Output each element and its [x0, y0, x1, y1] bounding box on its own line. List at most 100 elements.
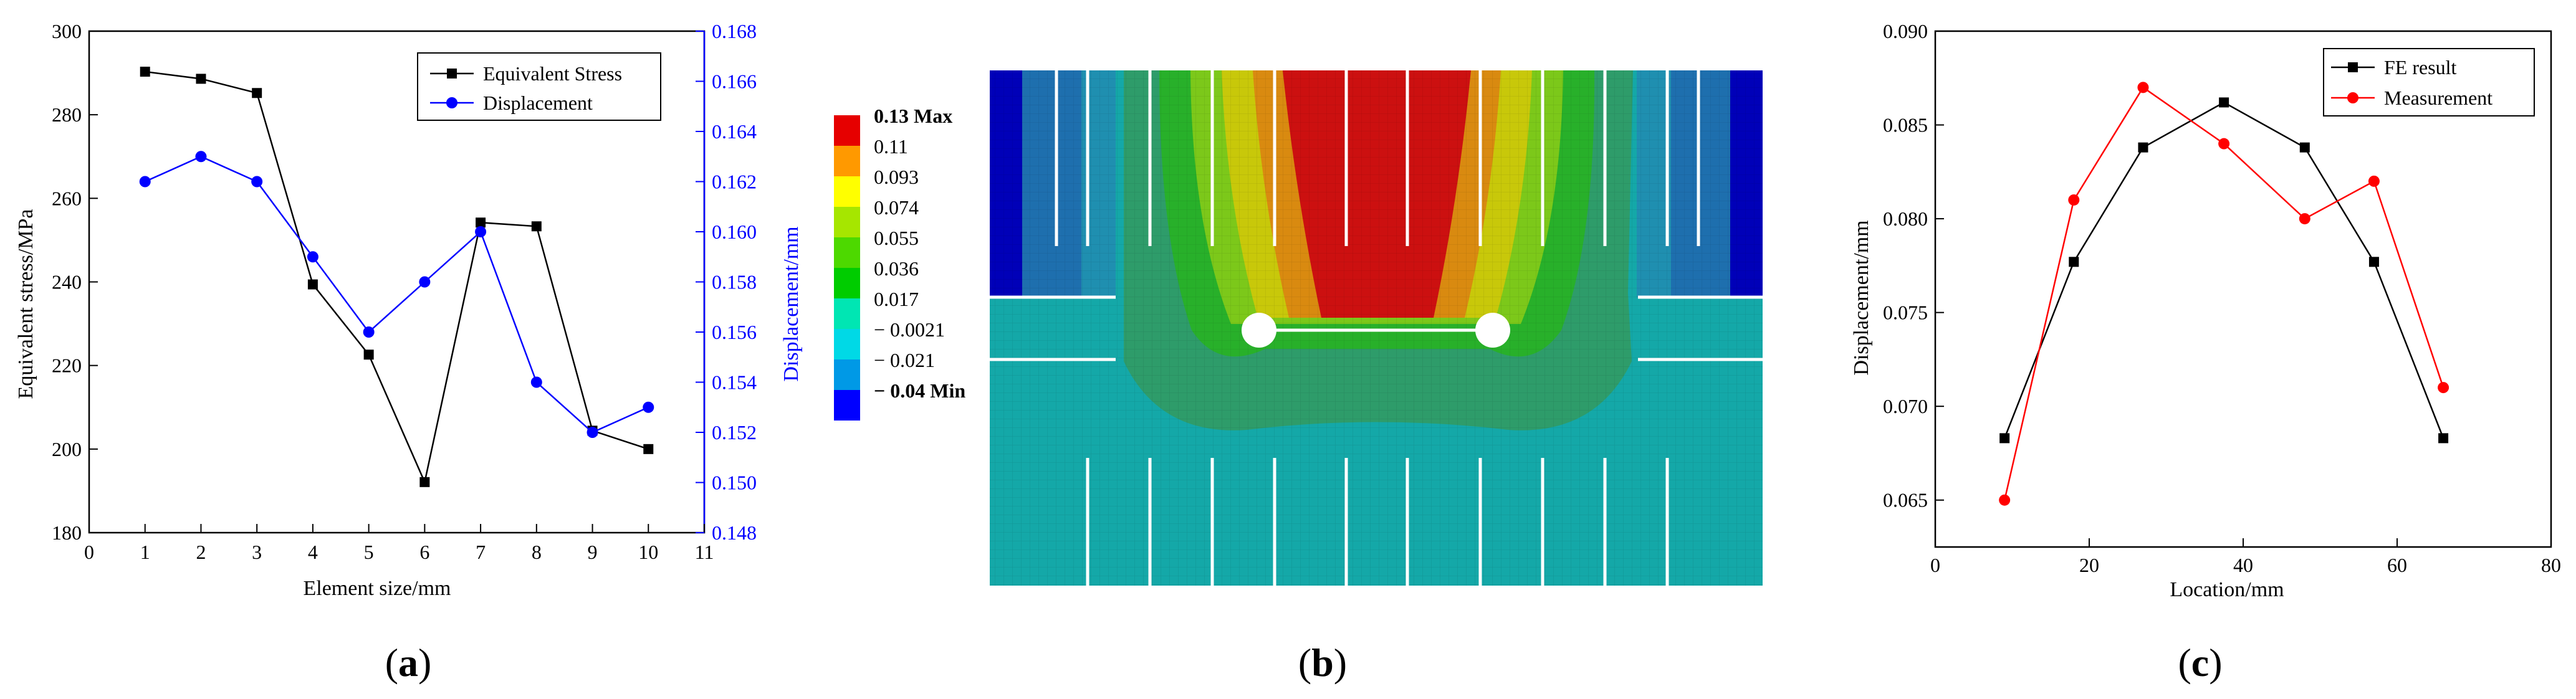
contour-legend-label: 0.055: [874, 227, 919, 249]
contour-legend-label: 0.13 Max: [874, 105, 952, 127]
contour-legend-label: 0.11: [874, 135, 908, 158]
chart-a-series-line-1: [145, 155, 649, 434]
contour-legend-swatch: [834, 146, 860, 176]
chart-a-y-tick-label: 200: [52, 438, 82, 460]
chart-c-y-tick-label: 0.080: [1883, 207, 1928, 230]
chart-c-x-tick-label: 40: [2233, 554, 2253, 576]
chart-a-x-tick-label: 4: [308, 541, 318, 563]
chart-a-y-tick-label: 220: [52, 354, 82, 377]
chart-c-legend-measurement: Measurement: [2384, 87, 2492, 109]
contour-legend-label: 0.017: [874, 288, 919, 310]
chart-a-marks: [139, 67, 654, 487]
chart-a-x-tick-label: 8: [532, 541, 542, 563]
chart-a-point-displacement: [475, 226, 487, 237]
chart-c-x-tick-label: 20: [2079, 554, 2099, 576]
chart-a-y-tick-label: 300: [52, 20, 82, 42]
contour-legend-swatch: [834, 268, 860, 298]
chart-a-legend-stress: Equivalent Stress: [483, 62, 622, 85]
chart-a-point-stress: [140, 67, 150, 77]
chart-a-x-tick-label: 9: [588, 541, 598, 563]
chart-a-x-tick-label: 3: [252, 541, 262, 563]
chart-a-y2-tick-label: 0.152: [712, 421, 757, 444]
chart-c-x-tick-label: 80: [2541, 554, 2561, 576]
chart-a-y-tick-label: 260: [52, 187, 82, 209]
contour-legend-swatch: [834, 390, 860, 421]
chart-a-y2-tick-label: 0.150: [712, 472, 757, 494]
contour-legend-swatch: [834, 176, 860, 207]
chart-c-legend-fe: FE result: [2384, 56, 2457, 78]
chart-a-y2-tick-label: 0.158: [712, 271, 757, 293]
chart-c-point-measurement: [1999, 494, 2011, 506]
contour-legend-swatch: [834, 207, 860, 237]
chart-a-y-tick-label: 180: [52, 521, 82, 544]
chart-a-x-tick-label: 10: [638, 541, 658, 563]
chart-a-point-stress: [643, 444, 654, 454]
chart-c-point-measurement: [2068, 194, 2080, 206]
contour-legend-label: 0.036: [874, 257, 919, 280]
chart-c-series-line-0: [2003, 101, 2444, 439]
chart-c-y-tick-label: 0.085: [1883, 114, 1928, 136]
chart-c-point-measurement: [2368, 175, 2380, 187]
chart-c-point-fe: [2138, 142, 2148, 153]
chart-a-point-displacement: [307, 251, 318, 263]
chart-c-point-fe: [2438, 433, 2449, 444]
contour-legend-label: 0.093: [874, 166, 919, 188]
chart-a-point-stress: [531, 221, 542, 232]
chart-a-point-stress: [419, 477, 430, 487]
chart-a-x-axis-label: Element size/mm: [304, 577, 451, 600]
chart-a-point-stress: [252, 88, 262, 98]
legend-marker-square-icon: [447, 69, 457, 78]
chart-c-marks: [1999, 82, 2449, 506]
chart-a-y2-tick-label: 0.148: [712, 521, 757, 544]
chart-a-y2-tick-label: 0.160: [712, 221, 757, 243]
chart-c-y-tick-label: 0.090: [1883, 20, 1928, 42]
contour-legend-swatch: [834, 359, 860, 390]
chart-a-x-tick-label: 5: [364, 541, 374, 563]
chart-a-y-tick-label: 240: [52, 271, 82, 293]
chart-a-y2-axis-label: Displacement/mm: [780, 226, 803, 381]
legend-marker-circle-icon: [2347, 92, 2358, 103]
chart-a-y2-tick-label: 0.156: [712, 321, 757, 343]
chart-c-y-tick-label: 0.070: [1883, 395, 1928, 417]
contour-hole-left: [1242, 313, 1276, 348]
contour-hole-right: [1475, 313, 1510, 348]
contour-legend-label: − 0.0021: [874, 318, 945, 341]
chart-a-y-tick-label: 280: [52, 103, 82, 126]
chart-a-point-displacement: [530, 376, 542, 388]
chart-c-x-axis-label: Location/mm: [2170, 578, 2284, 601]
contour-slots: [990, 70, 1763, 586]
chart-a-series-line-0: [145, 70, 649, 485]
chart-c-point-measurement: [2299, 213, 2310, 225]
chart-a-x-tick-label: 1: [140, 541, 150, 563]
chart-c-x-tick-label: 60: [2387, 554, 2407, 576]
panel-b-label: (b): [1298, 640, 1347, 685]
chart-a-point-displacement: [363, 326, 375, 338]
chart-a-x-tick-label: 2: [196, 541, 206, 563]
chart-a-y2-tick-label: 0.154: [712, 371, 757, 394]
chart-a-x-tick-label: 6: [419, 541, 429, 563]
chart-a-legend: Equivalent Stress Displacement: [417, 52, 661, 121]
legend-marker-circle-icon: [446, 97, 457, 108]
panel-c-label: (c): [2178, 640, 2222, 685]
chart-a-y2-tick-label: 0.166: [712, 70, 757, 93]
chart-a-y2-tick-label: 0.168: [712, 20, 757, 42]
chart-a-x-tick-label: 7: [476, 541, 486, 563]
chart-c-series-line-1: [2003, 86, 2444, 501]
chart-c-legend: FE result Measurement: [2323, 48, 2535, 117]
chart-a-legend-displacement: Displacement: [483, 92, 593, 114]
chart-c-point-measurement: [2438, 382, 2449, 394]
contour-legend-swatch: [834, 115, 860, 146]
chart-c-y-axis-label: Displacement/mm: [1850, 220, 1873, 375]
chart-a-point-displacement: [419, 276, 431, 288]
panel-a-label: (a): [385, 640, 432, 685]
chart-c-y-tick-label: 0.075: [1883, 302, 1928, 324]
contour-legend-swatch: [834, 237, 860, 268]
chart-a-point-stress: [307, 279, 318, 290]
chart-a-point-displacement: [195, 151, 207, 163]
